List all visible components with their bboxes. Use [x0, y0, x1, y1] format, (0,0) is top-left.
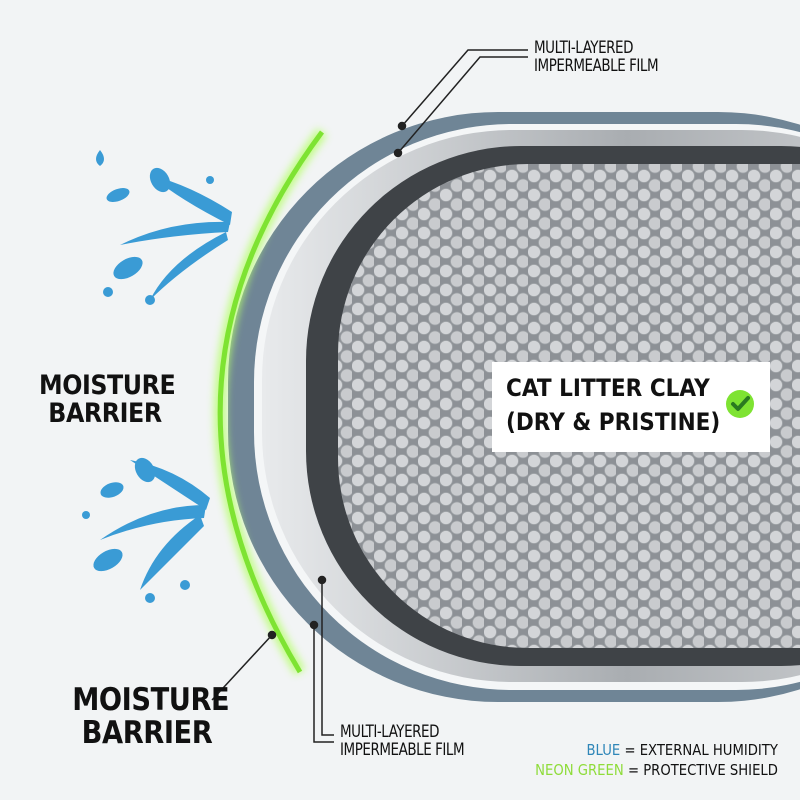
moisture-barrier-label-bottom: MOISTURE BARRIER [72, 682, 230, 751]
leader-lines [211, 49, 528, 743]
barrier-bottom-line2: BARRIER [81, 714, 213, 751]
check-circle-icon [726, 390, 754, 418]
water-splash-icon [82, 150, 232, 603]
film-label-bottom-line1: MULTI-LAYERED [340, 722, 440, 742]
film-label-top-line2: IMPERMEABLE FILM [534, 55, 659, 76]
barrier-bottom-line1: MOISTURE [72, 682, 230, 718]
legend-blue-desc: = EXTERNAL HUMIDITY [624, 741, 778, 759]
barrier-mid-line1: MOISTURE [39, 370, 176, 401]
legend: BLUE = EXTERNAL HUMIDITY NEON GREEN = PR… [535, 740, 778, 780]
legend-blue-key: BLUE [586, 741, 621, 759]
content-label-box: CAT LITTER CLAY (DRY & PRISTINE) [492, 362, 770, 452]
legend-green-key: NEON GREEN [535, 761, 624, 779]
film-label-top: MULTI-LAYERED IMPERMEABLE FILM [534, 38, 659, 76]
legend-row-blue: BLUE = EXTERNAL HUMIDITY [535, 740, 778, 760]
moisture-barrier-label-mid: MOISTURE BARRIER [39, 370, 176, 430]
legend-row-green: NEON GREEN = PROTECTIVE SHIELD [535, 760, 778, 780]
content-label-line2: (DRY & PRISTINE) [506, 408, 721, 436]
legend-green-desc: = PROTECTIVE SHIELD [628, 761, 778, 779]
film-label-bottom-line2: IMPERMEABLE FILM [340, 739, 465, 760]
film-label-top-line1: MULTI-LAYERED [534, 38, 634, 58]
protective-shield-arc [217, 130, 325, 674]
barrier-mid-line2: BARRIER [48, 398, 162, 430]
content-label-line1: CAT LITTER CLAY [506, 374, 710, 402]
film-label-bottom: MULTI-LAYERED IMPERMEABLE FILM [340, 722, 465, 760]
